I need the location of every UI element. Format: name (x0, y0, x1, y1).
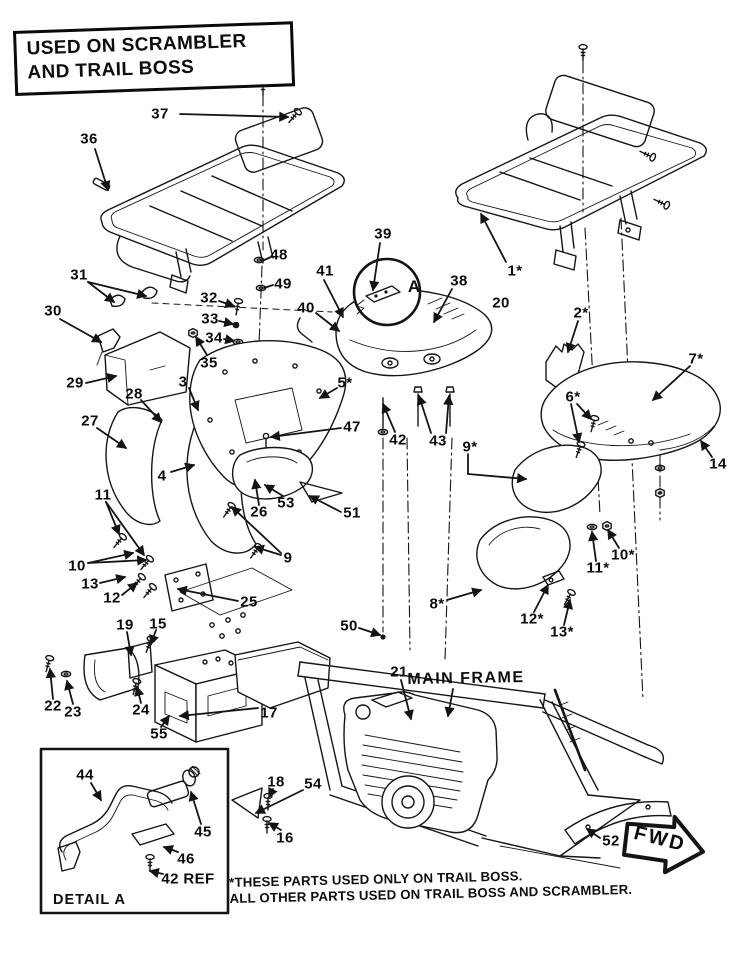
callout-13: 13 (81, 575, 99, 593)
callout-14: 14 (709, 455, 727, 473)
callout-13-: 13* (550, 623, 574, 641)
callout-10-: 10* (611, 546, 635, 564)
callout-5-: 5* (337, 374, 353, 392)
callout-11: 11 (94, 486, 112, 504)
callout-31: 31 (70, 266, 88, 284)
callout-46: 46 (177, 850, 195, 868)
callout-48: 48 (270, 246, 288, 264)
callout-21: 21 (390, 663, 408, 681)
callout-22: 22 (44, 697, 62, 715)
callout-19: 19 (116, 616, 134, 634)
callout-1-: 1* (507, 262, 523, 280)
callout-40: 40 (297, 299, 315, 317)
front-rack-art (92, 107, 345, 294)
callout-34: 34 (205, 329, 223, 347)
frame-engine-art (231, 634, 672, 869)
callout-55: 55 (150, 725, 168, 743)
callout-12: 12 (103, 589, 121, 607)
callout-52: 52 (602, 832, 620, 850)
callout-23: 23 (64, 703, 82, 721)
rack-screws-art (253, 43, 672, 292)
front-mount-hardware-art (110, 500, 293, 639)
callout-50: 50 (340, 617, 358, 635)
assembly-axis-lines (151, 61, 661, 701)
callout-45: 45 (194, 823, 212, 841)
callout-28: 28 (125, 385, 143, 403)
callout-20: 20 (492, 294, 510, 312)
detail-a-circle-art (352, 257, 422, 327)
callout-25: 25 (240, 593, 258, 611)
callout-9-: 9* (462, 438, 478, 456)
callout-16: 16 (276, 829, 294, 847)
callout-12-: 12* (520, 610, 544, 628)
main-frame-label: MAIN FRAME (407, 668, 525, 689)
callout-29: 29 (66, 374, 84, 392)
battery-and-panels-art (41, 634, 331, 743)
callout-49: 49 (274, 275, 292, 293)
callout-30: 30 (44, 302, 62, 320)
callout-36: 36 (80, 130, 98, 148)
detail-a-label: DETAIL A (53, 892, 126, 908)
callout-32: 32 (200, 289, 218, 307)
front-fender-art (105, 339, 347, 554)
usage-note-box: USED ON SCRAMBLER AND TRAIL BOSS (13, 21, 296, 96)
callout-38: 38 (450, 272, 468, 290)
rear-fender-art (476, 343, 721, 608)
callout-53: 53 (277, 494, 295, 512)
callout-27: 27 (81, 412, 99, 430)
callout-8-: 8* (429, 595, 445, 613)
callout-44: 44 (76, 766, 94, 784)
callout-24: 24 (132, 701, 150, 719)
callout-47: 47 (343, 418, 361, 436)
callout-17: 17 (260, 704, 278, 722)
leader-lines (45, 111, 713, 878)
callout-51: 51 (343, 504, 361, 522)
callout-15: 15 (149, 615, 167, 633)
callout-3: 3 (178, 373, 188, 391)
callout-10: 10 (68, 557, 86, 575)
detail-a-box-art (39, 747, 230, 915)
callout-6-: 6* (565, 388, 581, 406)
callout-54: 54 (304, 775, 322, 793)
rear-rack-art (455, 74, 707, 271)
callout-35: 35 (200, 354, 218, 372)
detail-a-marker-letter: A (407, 277, 421, 296)
callout-42: 42 (389, 431, 407, 449)
callout-11-: 11* (586, 559, 610, 577)
callout-26: 26 (250, 503, 268, 521)
callout-42-ref: 42 REF (161, 870, 215, 888)
callout-39: 39 (374, 225, 392, 243)
callout-33: 33 (201, 310, 219, 328)
callout-43: 43 (429, 432, 447, 450)
callout-2-: 2* (573, 304, 589, 322)
callout-37: 37 (151, 105, 169, 123)
callout-41: 41 (316, 262, 334, 280)
callout-18: 18 (267, 773, 285, 791)
fwd-arrow-art (621, 814, 706, 875)
callout-9: 9 (283, 549, 293, 567)
callout-7-: 7* (688, 350, 704, 368)
callout-4: 4 (157, 467, 167, 485)
